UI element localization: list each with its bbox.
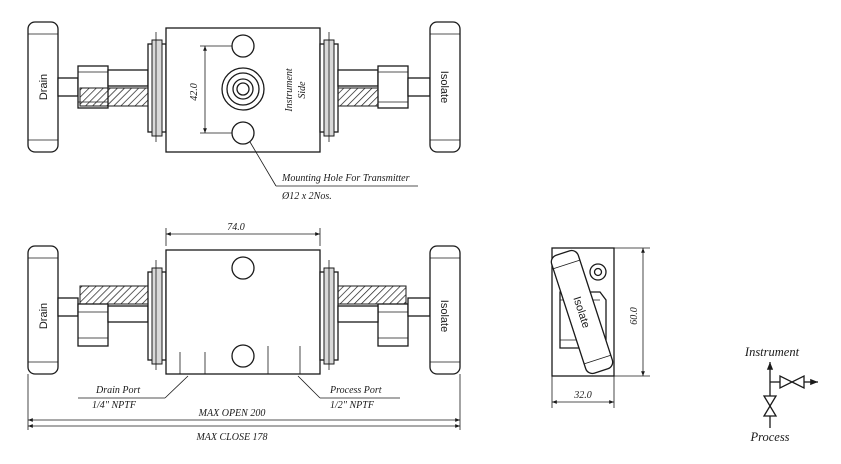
drain-port-size: 1/4" NPTF bbox=[92, 400, 137, 411]
max-close-dim: MAX CLOSE 178 bbox=[195, 432, 267, 443]
front-hole-lower bbox=[231, 344, 255, 368]
side-handle: Isolate bbox=[550, 249, 614, 375]
side-view: Isolate 60.0 32.0 bbox=[550, 247, 650, 408]
mounting-hole-lower bbox=[231, 121, 255, 145]
drain-handle-top: Drain bbox=[27, 21, 59, 153]
mounting-hole-label: Mounting Hole For Transmitter bbox=[281, 173, 410, 184]
symbol-valve-bottom bbox=[762, 395, 778, 417]
schematic-symbol: Instrument Process bbox=[744, 345, 818, 444]
isolate-label-front: Isolate bbox=[438, 300, 450, 332]
side-height-dim: 60.0 bbox=[629, 307, 640, 325]
symbol-valve-right bbox=[779, 374, 805, 390]
drain-handle-front: Drain bbox=[27, 245, 59, 375]
instrument-side-line1: Instrument bbox=[284, 68, 295, 113]
drain-port-label: Drain Port bbox=[95, 385, 140, 396]
drain-stem-front bbox=[57, 260, 167, 370]
process-port-label: Process Port bbox=[329, 385, 382, 396]
mounting-hole-upper bbox=[231, 34, 255, 58]
front-hole-upper bbox=[231, 256, 255, 280]
instrument-port bbox=[221, 67, 265, 111]
isolate-handle-top: Isolate bbox=[429, 21, 461, 153]
drain-label-front: Drain bbox=[38, 303, 50, 329]
drain-stem-top bbox=[57, 32, 167, 142]
drain-label-top: Drain bbox=[38, 74, 50, 100]
process-port-size: 1/2" NPTF bbox=[330, 400, 375, 411]
body-width-dim: 74.0 bbox=[227, 222, 245, 233]
instrument-side-line2: Side bbox=[297, 81, 308, 99]
top-view: Drain 42.0 Instrument Side bbox=[27, 21, 461, 202]
max-open-dim: MAX OPEN 200 bbox=[198, 408, 266, 419]
front-view: 74.0 Drain bbox=[27, 222, 461, 443]
symbol-instrument: Instrument bbox=[744, 345, 800, 359]
isolate-label-top: Isolate bbox=[438, 71, 450, 103]
mounting-hole-size: Ø12 x 2Nos. bbox=[281, 191, 332, 202]
isolate-stem-top bbox=[319, 32, 431, 142]
isolate-handle-front: Isolate bbox=[429, 245, 461, 375]
hole-spacing-dim: 42.0 bbox=[189, 83, 200, 101]
isolate-stem-front bbox=[319, 260, 431, 370]
side-width-dim: 32.0 bbox=[573, 390, 592, 401]
symbol-process: Process bbox=[749, 430, 789, 444]
